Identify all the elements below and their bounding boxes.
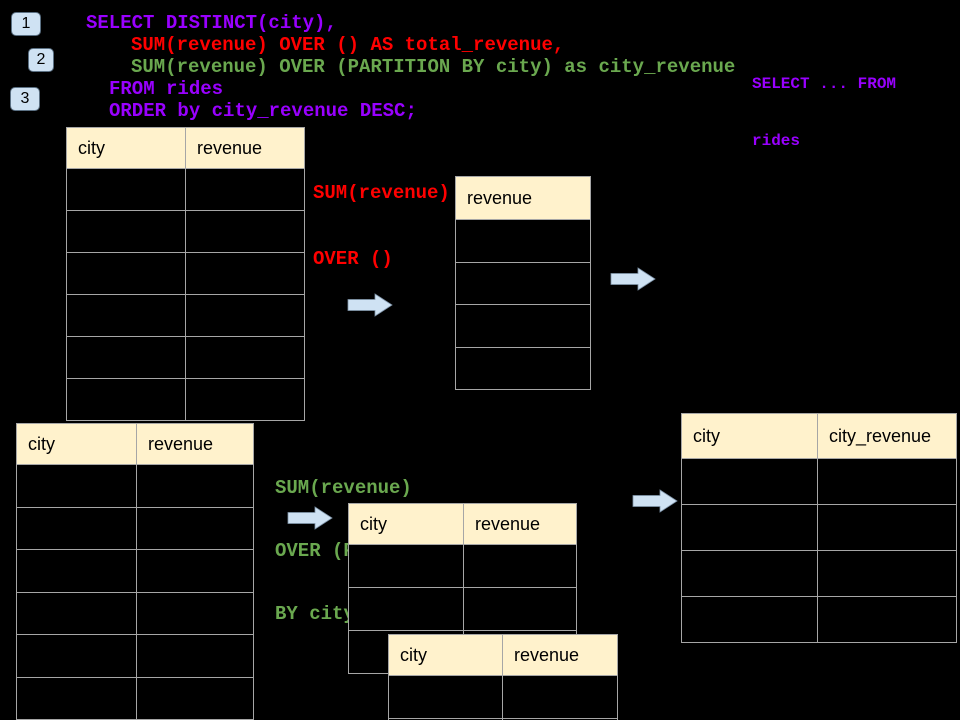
table-row (456, 261, 590, 305)
table-row (67, 294, 304, 336)
arrow-right-partition-icon (287, 506, 333, 530)
table-row (456, 346, 590, 390)
table-row (17, 634, 253, 677)
sql-line-2: SUM(revenue) OVER () AS total_revenue, (131, 34, 565, 56)
table-row (67, 168, 304, 210)
table-row (17, 549, 253, 592)
table-row (17, 464, 253, 507)
table-city-revenue-result: city city_revenue (681, 413, 957, 643)
sql-line-5: ORDER by city_revenue DESC; (109, 100, 417, 122)
column-header-revenue: revenue (463, 504, 576, 544)
column-header-revenue: revenue (502, 635, 617, 675)
table-row (682, 504, 956, 550)
table-total-revenue-result: revenue (455, 176, 591, 390)
sql-ellipsis-note-line-1: SELECT ... FROM (752, 75, 897, 93)
table-partition-group-2: city revenue (388, 634, 618, 720)
arrow-right-total-out-icon (610, 267, 656, 291)
table-row (17, 676, 253, 719)
arrow-right-result-icon (632, 489, 678, 513)
table-row (17, 591, 253, 634)
sql-ellipsis-note: SELECT ... FROM rides (752, 37, 896, 189)
table-row (682, 458, 956, 504)
column-header-revenue: revenue (136, 424, 253, 464)
column-header-city: city (349, 504, 463, 544)
table-row (389, 675, 617, 718)
column-header-revenue: revenue (456, 177, 590, 219)
table-row (67, 378, 304, 420)
table-row (17, 506, 253, 549)
step-badge-1: 1 (11, 12, 41, 36)
column-header-city: city (67, 128, 185, 168)
step-badge-3: 3 (10, 87, 40, 111)
table-row (456, 219, 590, 262)
partition-annotation-line-1: SUM(revenue) (275, 477, 412, 499)
table-row (349, 544, 576, 587)
step-badge-2: 2 (28, 48, 54, 72)
column-header-city: city (389, 635, 502, 675)
sql-line-1: SELECT DISTINCT(city), (86, 12, 337, 34)
table-row (682, 596, 956, 642)
table-source-rides-bottom: city revenue (16, 423, 254, 720)
table-row (682, 550, 956, 596)
table-row (456, 304, 590, 347)
column-header-city: city (17, 424, 136, 464)
total-revenue-annotation: SUM(revenue) OVER () (313, 138, 450, 314)
column-header-city: city (682, 414, 817, 458)
table-row (67, 336, 304, 378)
column-header-revenue: revenue (185, 128, 304, 168)
sql-line-3: SUM(revenue) OVER (PARTITION BY city) as… (131, 56, 736, 78)
sql-ellipsis-note-line-2: rides (752, 132, 801, 150)
arrow-right-total-icon (347, 293, 393, 317)
total-revenue-annotation-line-2: OVER () (313, 248, 393, 270)
sql-line-4: FROM rides (109, 78, 224, 100)
table-row (349, 587, 576, 630)
table-source-rides-top: city revenue (66, 127, 305, 421)
column-header-city-revenue: city_revenue (817, 414, 956, 458)
table-row (67, 252, 304, 294)
table-row (67, 210, 304, 252)
total-revenue-annotation-line-1: SUM(revenue) (313, 182, 450, 204)
